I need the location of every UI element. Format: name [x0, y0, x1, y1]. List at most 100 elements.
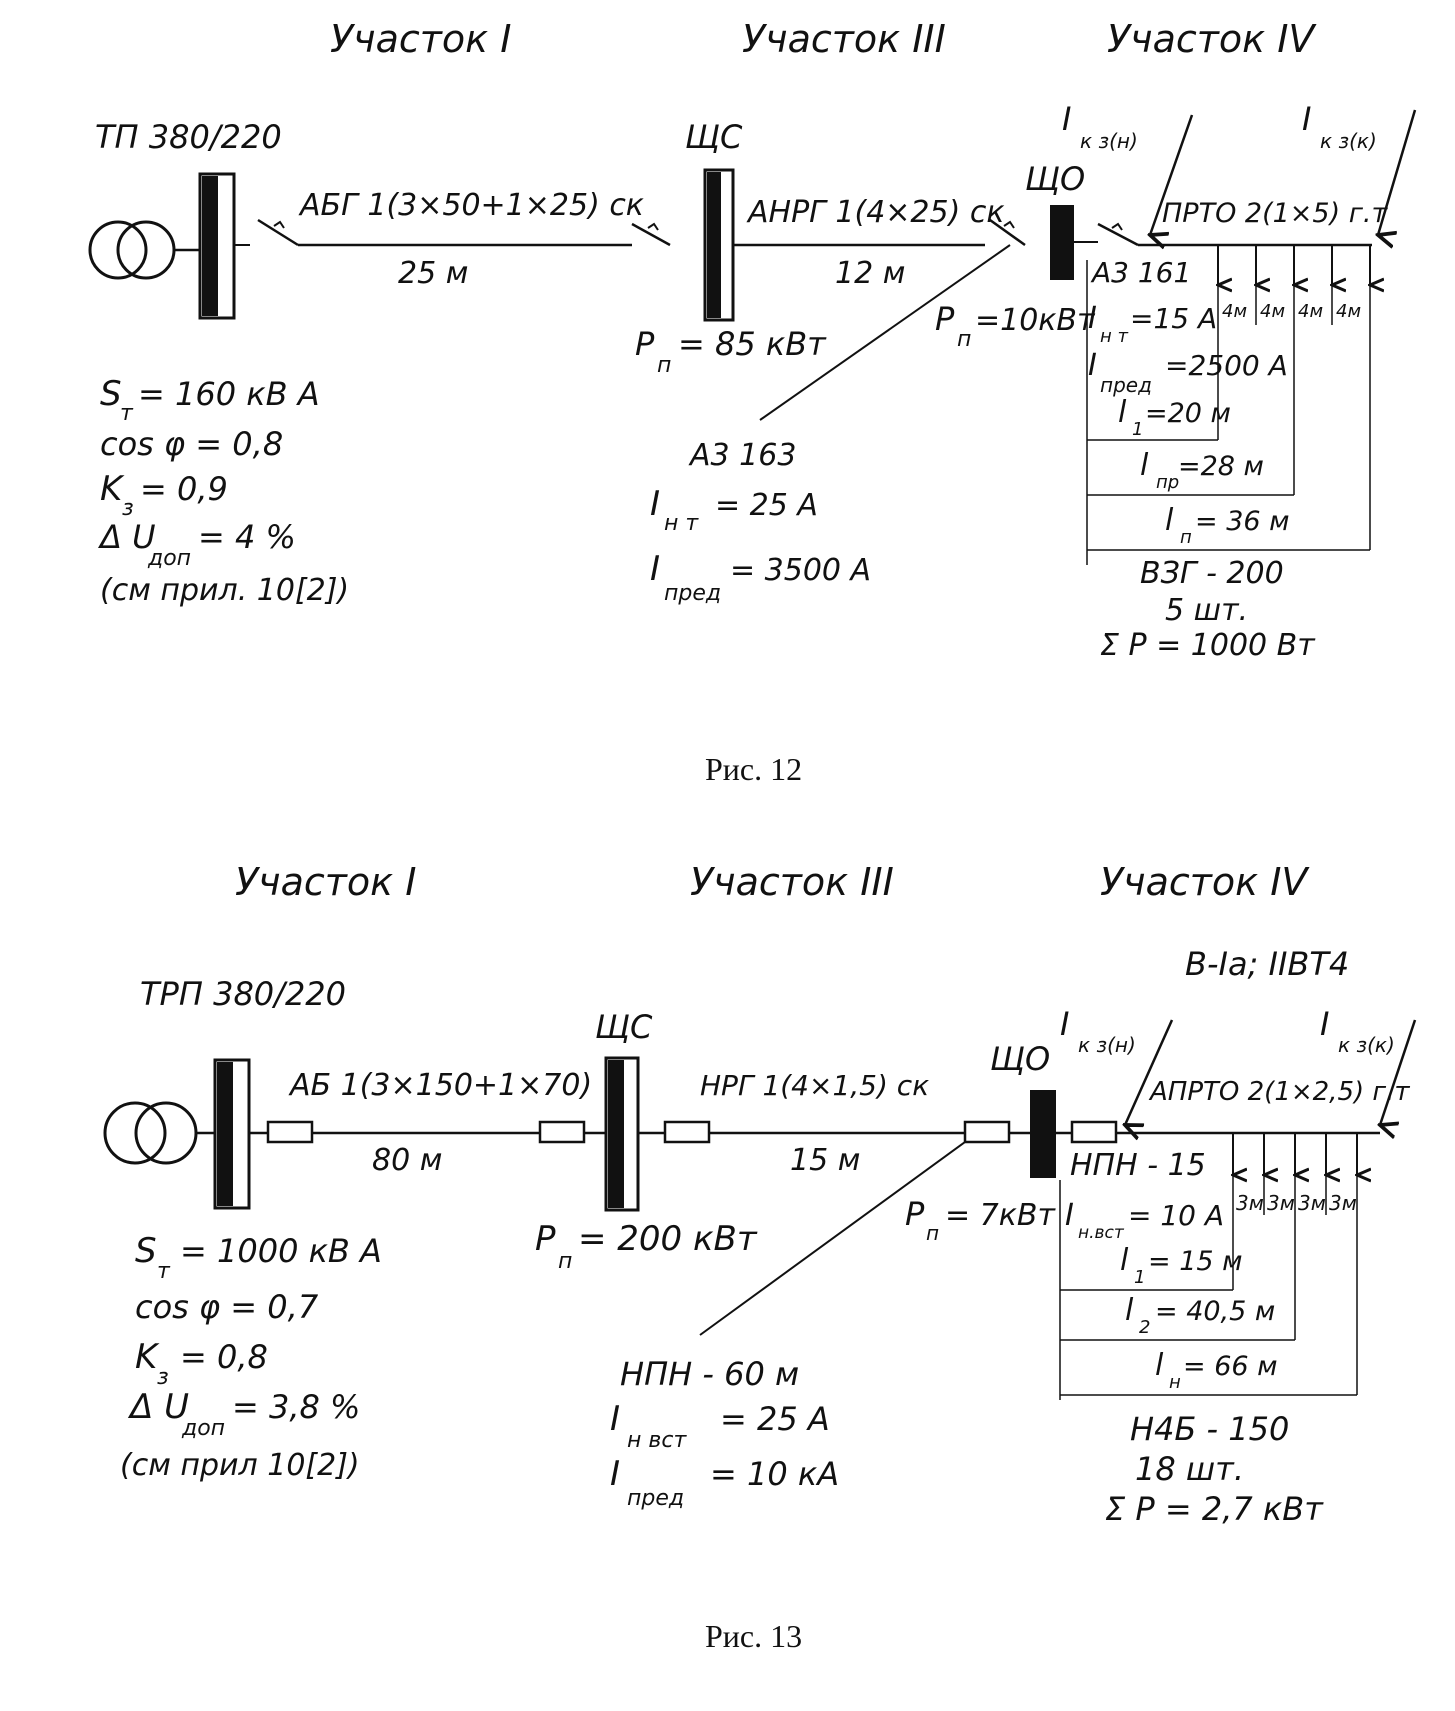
dim-ln: l н = 66 м: [1060, 1348, 1357, 1396]
fuse-1-i-symbol: I: [610, 1399, 620, 1439]
breaker-a3-161-label: А3 161: [1090, 256, 1191, 289]
fuse-1-i-value: = 25 А: [720, 1400, 830, 1438]
source-label: ТРП 380/220: [140, 975, 346, 1013]
p2-value: = 7кВт: [945, 1198, 1056, 1233]
p1-symbol: P: [635, 325, 655, 363]
dim-lpr: l пр =28 м: [1087, 448, 1294, 496]
board-sho-label: ЩО: [990, 1040, 1050, 1078]
ln-sub: н: [1169, 1372, 1181, 1393]
breaker-1-int-sub: н т: [664, 511, 699, 536]
breaker-2-int-symbol: I: [1088, 301, 1097, 336]
fault-arrow-end: [1378, 109, 1417, 235]
lamp-total-power: Σ P = 2,7 кВт: [1105, 1490, 1324, 1528]
ref-note: (см прил 10[2]): [120, 1448, 360, 1483]
dim-l1: l 1 =20 м: [1087, 395, 1231, 441]
switch-icon: [257, 218, 299, 247]
ref-note: (см прил. 10[2]): [100, 573, 349, 608]
st-value: = 160 кВ А: [138, 375, 320, 413]
figure-12: Участок I Участок III Участок IV ТП 380/…: [88, 17, 1417, 787]
ikz-k-symbol: I: [1302, 100, 1311, 138]
ln-value: = 36 м: [1195, 506, 1290, 537]
switch-icon: [989, 218, 1026, 247]
breaker-2-ipred-sub: пред: [1100, 373, 1152, 397]
du-sub: доп: [147, 546, 191, 571]
fault-arrow-start: [1125, 1019, 1174, 1125]
segment-label: 3м: [1236, 1191, 1264, 1215]
cable-1-length: 80 м: [372, 1143, 442, 1178]
ikz-k-sub: к з(к): [1338, 1033, 1395, 1057]
section-4-label: Участок IV: [1107, 17, 1317, 61]
breaker-2-int-value: =15 А: [1130, 302, 1217, 335]
st-symbol: S: [100, 374, 122, 414]
p1-symbol: P: [535, 1219, 556, 1259]
board-shs-label: ЩС: [595, 1008, 653, 1046]
segment-label: 3м: [1298, 1191, 1326, 1215]
st-sub: т: [120, 401, 134, 426]
transformer-params: S т = 1000 кВ А cos φ = 0,7 K з = 0,8 Δ …: [120, 1231, 382, 1483]
section-4-label: Участок IV: [1100, 860, 1310, 904]
fuse-icon: [663, 1120, 711, 1144]
st-sub: т: [157, 1259, 171, 1284]
section-1-label: Участок I: [330, 17, 511, 61]
fuse-npn-60-label: НПН - 60 м: [620, 1355, 799, 1393]
board-sho-label: ЩО: [1025, 160, 1085, 198]
segment-label: 4м: [1222, 301, 1247, 322]
kz-sub: з: [157, 1365, 169, 1390]
segment-labels: 3м 3м 3м 3м: [1236, 1191, 1357, 1215]
kz-value: = 0,8: [180, 1338, 268, 1376]
fuse-icon: [538, 1120, 586, 1144]
kz-value: = 0,9: [140, 470, 228, 508]
lamp-drops: [1059, 1133, 1357, 1400]
cable-1-length: 25 м: [398, 256, 468, 291]
cable-2-length: 12 м: [835, 256, 905, 291]
p1-sub: п: [558, 1249, 572, 1274]
cable-2-length: 15 м: [790, 1143, 860, 1178]
transformer-params: S т = 160 кВ А cos φ = 0,8 K з = 0,9 Δ U…: [97, 374, 349, 608]
p2-value: =10кВт: [975, 303, 1096, 338]
ikz-k-symbol: I: [1320, 1005, 1329, 1043]
breaker-2-int-sub: н т: [1100, 326, 1128, 347]
busbar-sho: [1030, 1090, 1056, 1178]
l2-sub: 2: [1139, 1317, 1150, 1338]
dim-l2: l 2 = 40,5 м: [1060, 1293, 1295, 1341]
breaker-a3-163-label: А3 163: [688, 438, 796, 473]
kz-sub: з: [122, 496, 134, 521]
ln-sub: п: [1180, 527, 1192, 548]
ikz-k-sub: к з(к): [1320, 129, 1377, 153]
ikz-n-symbol: I: [1060, 1005, 1069, 1043]
du-symbol: Δ U: [97, 518, 155, 556]
busbar-trp: [213, 1058, 251, 1210]
fuse-1-ipred-symbol: I: [610, 1454, 620, 1494]
breaker-2-ipred-symbol: I: [1088, 348, 1097, 383]
l1-sub: 1: [1134, 1267, 1145, 1288]
l2-value: = 40,5 м: [1155, 1296, 1275, 1327]
kz-symbol: K: [135, 1337, 160, 1377]
figure-13: Участок I Участок III Участок IV В-Iа; I…: [103, 860, 1417, 1654]
ln-value: = 66 м: [1183, 1351, 1278, 1382]
p1-value: = 85 кВт: [678, 325, 827, 363]
ikz-n-symbol: I: [1062, 100, 1071, 138]
fault-arrow-start: [1150, 114, 1194, 235]
transformer-icon: [88, 220, 176, 280]
l2-symbol: l: [1125, 1293, 1134, 1328]
lamp-type: ВЗГ - 200: [1140, 556, 1284, 591]
breaker-2-ipred-value: =2500 А: [1165, 349, 1288, 382]
busbar-sho: [1050, 205, 1074, 280]
segment-label: 4м: [1298, 301, 1323, 322]
leader-line: [699, 1141, 966, 1336]
lamp-count: 5 шт.: [1165, 593, 1248, 628]
p2-symbol: P: [905, 1195, 925, 1233]
lamp-count: 18 шт.: [1135, 1450, 1244, 1488]
breaker-1-ipred-sub: пред: [664, 581, 721, 606]
breaker-1-int-symbol: I: [650, 484, 660, 524]
l1-sub: 1: [1132, 419, 1143, 440]
ikz-n-sub: к з(н): [1078, 1033, 1136, 1057]
busbar-shs: [703, 168, 735, 322]
board-shs-label: ЩС: [685, 118, 743, 156]
lamp-type: Н4Б - 150: [1130, 1410, 1289, 1448]
l1-value: =20 м: [1145, 398, 1231, 429]
figure-13-caption: Рис. 13: [705, 1618, 802, 1654]
lamp-drops: [1086, 245, 1370, 565]
